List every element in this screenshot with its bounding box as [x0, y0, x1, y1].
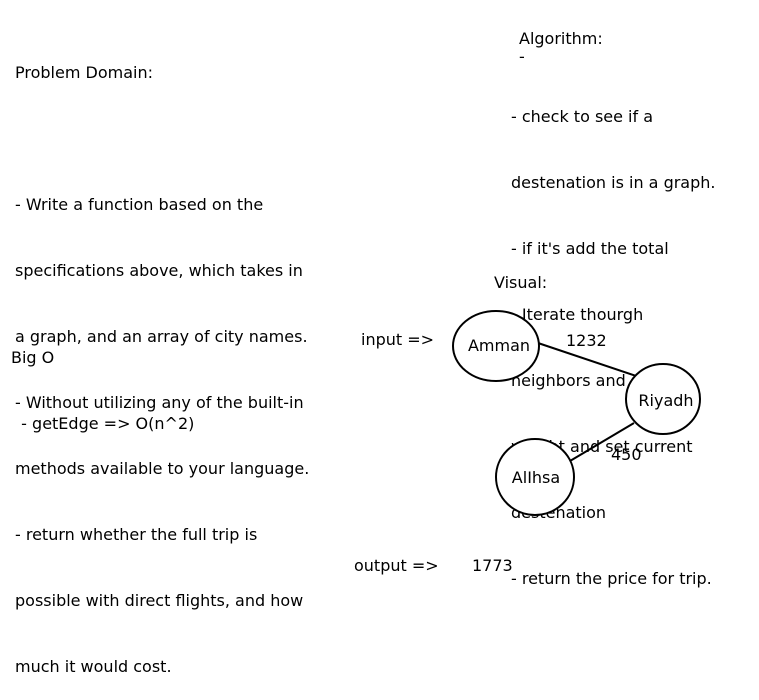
- algorithm-line: - return the price for trip.: [511, 569, 712, 588]
- output-label: output =>: [354, 556, 439, 575]
- edge-weight-amman-riyadh: 1232: [566, 331, 607, 350]
- node-alihsa-circle: [495, 438, 575, 516]
- input-label: input =>: [361, 330, 435, 349]
- big-o-heading: Big O: [11, 348, 55, 367]
- node-riyadh-circle: [625, 363, 701, 435]
- visual-heading: Visual:: [494, 273, 548, 292]
- node-amman: Amman: [452, 310, 540, 382]
- node-riyadh-label: Riyadh: [638, 391, 693, 410]
- algorithm-line: - Iterate thourgh: [511, 305, 644, 324]
- problem-domain-line: a graph, and an array of city names.: [15, 327, 308, 346]
- algorithm-section: - check to see if a destenation is in a …: [511, 62, 715, 612]
- problem-domain-line: methods available to your language.: [15, 459, 310, 478]
- node-alihsa-label: AlIhsa: [512, 468, 560, 487]
- big-o-item: - getEdge => O(n^2): [11, 414, 195, 433]
- problem-domain-line: - Without utilizing any of the built-in: [15, 393, 304, 412]
- problem-domain-heading: Problem Domain:: [15, 63, 153, 82]
- problem-domain-line: possible with direct flights, and how: [15, 591, 304, 610]
- node-alihsa: AlIhsa: [495, 438, 575, 516]
- output-value: 1773: [472, 556, 513, 575]
- big-o-section: Big O - getEdge => O(n^2): [11, 303, 194, 457]
- edge-amman-riyadh: [537, 342, 640, 378]
- edge-weight-riyadh-alihsa: 450: [611, 445, 642, 464]
- algorithm-line: - check to see if a: [511, 107, 654, 126]
- algorithm-line: - if it's add the total: [511, 239, 669, 258]
- problem-domain-line: - Write a function based on the: [15, 195, 264, 214]
- algorithm-heading: Algorithm:: [519, 29, 603, 48]
- node-riyadh: Riyadh: [625, 363, 701, 435]
- problem-domain-line: specifications above, which takes in: [15, 261, 303, 280]
- problem-domain-line: - return whether the full trip is: [15, 525, 258, 544]
- edge-riyadh-alihsa: [569, 422, 635, 462]
- node-amman-label: Amman: [468, 336, 530, 355]
- algorithm-stray-dash: -: [519, 47, 525, 66]
- problem-domain-line: much it would cost.: [15, 657, 172, 676]
- node-amman-circle: [452, 310, 540, 382]
- algorithm-line: destenation is in a graph.: [511, 173, 716, 192]
- flight-graph: 1232 450 Amman Riyadh AlIhsa: [452, 310, 701, 516]
